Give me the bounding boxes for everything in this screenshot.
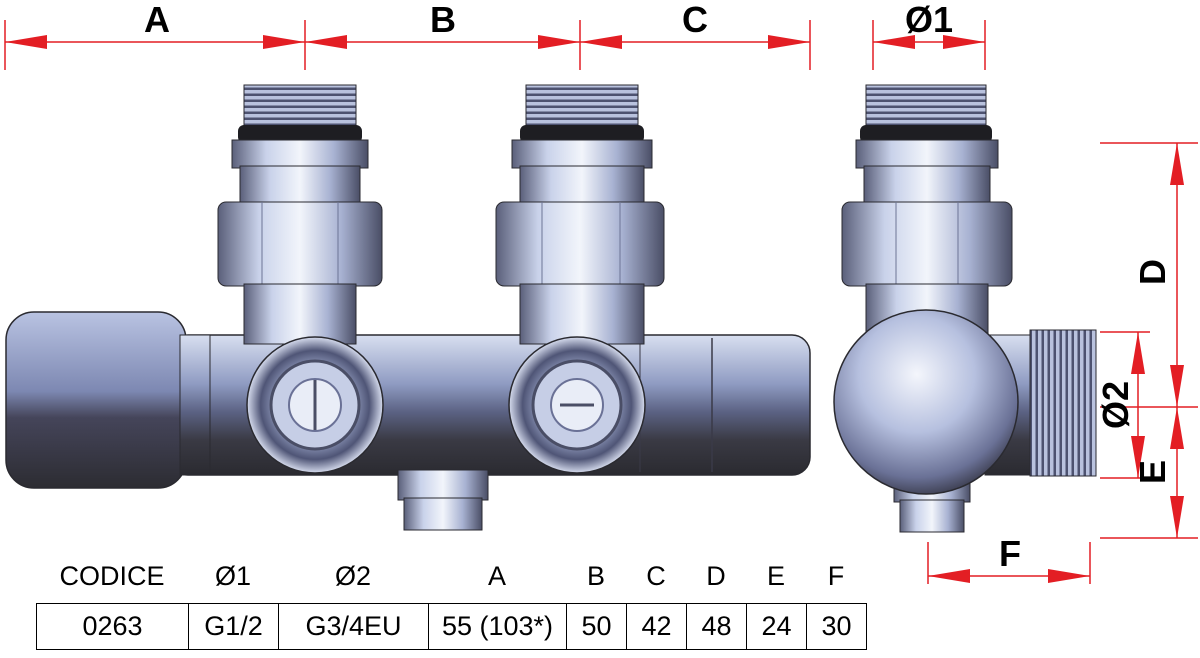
spec-table: 0263 G1/2 G3/4EU 55 (103*) 50 42 48 24 3… xyxy=(36,603,867,650)
header-o2: Ø2 xyxy=(334,560,372,591)
dim-label-o2: Ø2 xyxy=(1095,381,1136,429)
dim-label-e: E xyxy=(1132,460,1173,484)
dim-label-b: B xyxy=(430,0,456,40)
dim-label-d: D xyxy=(1132,259,1173,285)
dimension-lines xyxy=(4,20,1198,584)
dim-label-a: A xyxy=(144,0,170,40)
header-b: B xyxy=(586,560,605,591)
header-e: E xyxy=(766,560,785,591)
dim-label-o1: Ø1 xyxy=(905,0,953,40)
cell-d: 48 xyxy=(686,603,747,650)
cell-e: 24 xyxy=(746,603,807,650)
header-c: C xyxy=(646,560,666,591)
side-view xyxy=(833,84,1097,533)
cell-codice: 0263 xyxy=(36,603,189,650)
cell-o2: G3/4EU xyxy=(278,603,429,650)
front-view xyxy=(5,84,811,531)
left-outlet xyxy=(217,84,383,345)
cell-a: 55 (103*) xyxy=(428,603,567,650)
header-a: A xyxy=(487,560,506,591)
cell-f: 30 xyxy=(806,603,867,650)
middle-outlet xyxy=(495,84,665,345)
table-row: 0263 G1/2 G3/4EU 55 (103*) 50 42 48 24 3… xyxy=(36,603,867,650)
header-d: D xyxy=(706,560,726,591)
cell-c: 42 xyxy=(626,603,687,650)
cell-o1: G1/2 xyxy=(188,603,279,650)
dim-label-c: C xyxy=(682,0,708,40)
header-o1: Ø1 xyxy=(214,560,252,591)
cell-b: 50 xyxy=(566,603,627,650)
header-codice: CODICE xyxy=(59,560,165,591)
dim-label-f: F xyxy=(999,533,1021,574)
header-f: F xyxy=(827,560,845,591)
